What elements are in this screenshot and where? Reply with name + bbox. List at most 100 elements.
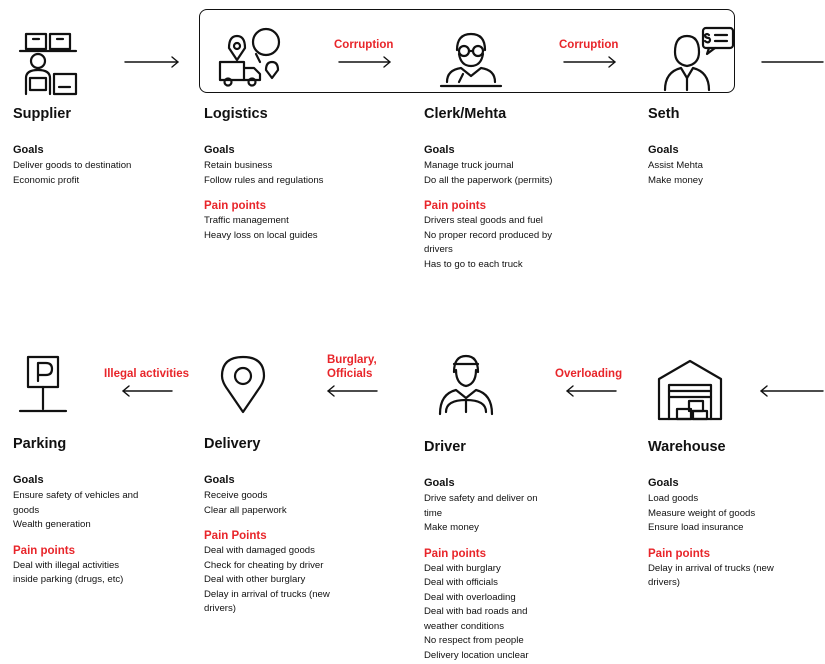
goal-item: Ensure load insurance xyxy=(648,522,744,533)
goal-item: Economic profit xyxy=(13,174,80,186)
pain-points-heading: Pain Points xyxy=(204,530,267,542)
actor-name: Seth xyxy=(648,106,680,122)
relation-label-corruption-1: Corruption xyxy=(334,39,394,51)
actor-logistics: Logistics Goals Retain business Follow r… xyxy=(204,106,384,243)
pain-point-item: Deal with other burglary xyxy=(204,574,306,585)
pain-point-item: drivers) xyxy=(204,603,236,614)
pain-points-heading: Pain points xyxy=(424,200,486,212)
actor-warehouse: Warehouse Goals Load goods Measure weigh… xyxy=(648,439,818,591)
pain-point-item: Deal with illegal activities xyxy=(13,559,120,571)
goals-heading: Goals xyxy=(648,477,679,489)
pain-point-item: Deal with bad roads and xyxy=(424,606,528,617)
pain-points-heading: Pain points xyxy=(424,547,486,560)
relation-label-burglary: Burglary, xyxy=(327,354,377,366)
actor-name: Driver xyxy=(424,439,466,455)
pain-point-item: Deal with damaged goods xyxy=(204,545,315,556)
pain-point-item: weather conditions xyxy=(424,620,504,632)
pain-point-item: drivers xyxy=(424,244,453,255)
goals-list: Load goods Measure weight of goods Ensur… xyxy=(648,492,818,536)
pain-points-heading: Pain points xyxy=(648,547,710,560)
actor-name: Parking xyxy=(13,436,67,452)
actor-name: Clerk/Mehta xyxy=(424,106,507,122)
corruption-chain-frame xyxy=(199,9,735,93)
flow-arrow-delivery-to-parking xyxy=(122,384,174,398)
relation-label-officials: Officials xyxy=(327,368,373,380)
actor-name: Delivery xyxy=(204,436,261,452)
pain-points-heading: Pain points xyxy=(13,544,75,557)
goals-heading: Goals xyxy=(13,474,44,486)
goals-list: Retain business Follow rules and regulat… xyxy=(204,159,384,188)
goal-item: Follow rules and regulations xyxy=(204,174,324,186)
goals-list: Drive safety and deliver on time Make mo… xyxy=(424,492,604,536)
pain-point-item: Deal with officials xyxy=(424,577,498,588)
goals-heading: Goals xyxy=(13,144,44,156)
logistics-truck-map-icon xyxy=(216,26,282,88)
goals-list: Assist Mehta Make money xyxy=(648,159,818,188)
flow-arrow-clerk-to-seth xyxy=(563,55,617,69)
goal-item: Receive goods xyxy=(204,490,268,501)
seth-businessman-icon xyxy=(663,26,735,92)
goals-list: Ensure safety of vehicles and goods Weal… xyxy=(13,489,183,533)
location-pin-icon xyxy=(218,354,268,416)
pain-point-item: No respect from people xyxy=(424,635,524,646)
goal-item: goods xyxy=(13,504,40,516)
goals-heading: Goals xyxy=(424,477,455,489)
flow-arrow-supplier-to-logistics xyxy=(124,55,180,69)
parking-sign-icon xyxy=(16,355,70,415)
flow-arrow-driver-to-delivery xyxy=(327,384,379,398)
flow-line-seth-out xyxy=(760,55,824,69)
goal-item: time xyxy=(424,507,443,519)
pain-point-item: Delivery location unclear xyxy=(424,649,529,661)
goals-heading: Goals xyxy=(204,144,235,156)
pain-point-item: drivers) xyxy=(648,577,680,588)
flow-arrow-warehouse-to-driver xyxy=(566,384,618,398)
goals-list: Manage truck journal Do all the paperwor… xyxy=(424,159,604,188)
pain-points-list: Drivers steal goods and fuel No proper r… xyxy=(424,214,604,272)
goals-list: Receive goods Clear all paperwork xyxy=(204,489,384,518)
pain-points-heading: Pain points xyxy=(204,200,266,212)
relation-label-overloading: Overloading xyxy=(555,368,623,380)
actor-seth: Seth Goals Assist Mehta Make money xyxy=(648,106,818,188)
pain-points-list: Traffic management Heavy loss on local g… xyxy=(204,214,384,243)
goal-item: Wealth generation xyxy=(13,519,91,530)
pain-point-item: Traffic management xyxy=(204,215,289,226)
actor-name: Warehouse xyxy=(648,439,726,455)
actor-name: Supplier xyxy=(13,106,72,122)
pain-point-item: Deal with overloading xyxy=(424,591,516,603)
pain-point-item: Deal with burglary xyxy=(424,562,501,574)
actor-driver: Driver Goals Drive safety and deliver on… xyxy=(424,439,604,663)
actor-name: Logistics xyxy=(204,106,268,122)
goals-heading: Goals xyxy=(204,474,235,486)
actor-supplier: Supplier Goals Deliver goods to destinat… xyxy=(13,106,183,188)
goal-item: Make money xyxy=(424,522,479,533)
goal-item: Drive safety and deliver on xyxy=(424,493,538,504)
goal-item: Ensure safety of vehicles and xyxy=(13,490,139,501)
pain-point-item: Check for cheating by driver xyxy=(204,559,324,571)
goal-item: Make money xyxy=(648,174,703,186)
pain-points-list: Deal with damaged goods Check for cheati… xyxy=(204,544,384,617)
flow-arrow-into-warehouse xyxy=(760,384,824,398)
actor-parking: Parking Goals Ensure safety of vehicles … xyxy=(13,436,183,588)
flow-arrow-logistics-to-clerk xyxy=(338,55,392,69)
supplier-warehouse-worker-icon xyxy=(18,32,92,100)
driver-steering-wheel-icon xyxy=(434,352,498,416)
pain-point-item: inside parking (drugs, etc) xyxy=(13,574,124,585)
goal-item: Retain business xyxy=(204,160,273,171)
goal-item: Measure weight of goods xyxy=(648,507,756,519)
pain-point-item: Delay in arrival of trucks (new xyxy=(648,562,774,574)
goal-item: Assist Mehta xyxy=(648,160,703,171)
relation-label-illegal-activities: Illegal activities xyxy=(104,368,190,380)
goal-item: Manage truck journal xyxy=(424,160,514,171)
actor-delivery: Delivery Goals Receive goods Clear all p… xyxy=(204,436,384,617)
pain-point-item: Delay in arrival of trucks (new xyxy=(204,588,330,600)
pain-point-item: Has to go to each truck xyxy=(424,258,523,270)
pain-points-list: Deal with burglary Deal with officials D… xyxy=(424,562,604,664)
goal-item: Deliver goods to destination xyxy=(13,160,132,171)
relation-label-corruption-2: Corruption xyxy=(559,39,619,51)
goals-heading: Goals xyxy=(648,144,679,156)
actor-clerk-mehta: Clerk/Mehta Goals Manage truck journal D… xyxy=(424,106,604,272)
clerk-desk-person-icon xyxy=(439,30,503,92)
goals-list: Deliver goods to destination Economic pr… xyxy=(13,159,183,188)
goal-item: Clear all paperwork xyxy=(204,504,287,516)
goal-item: Load goods xyxy=(648,493,699,504)
